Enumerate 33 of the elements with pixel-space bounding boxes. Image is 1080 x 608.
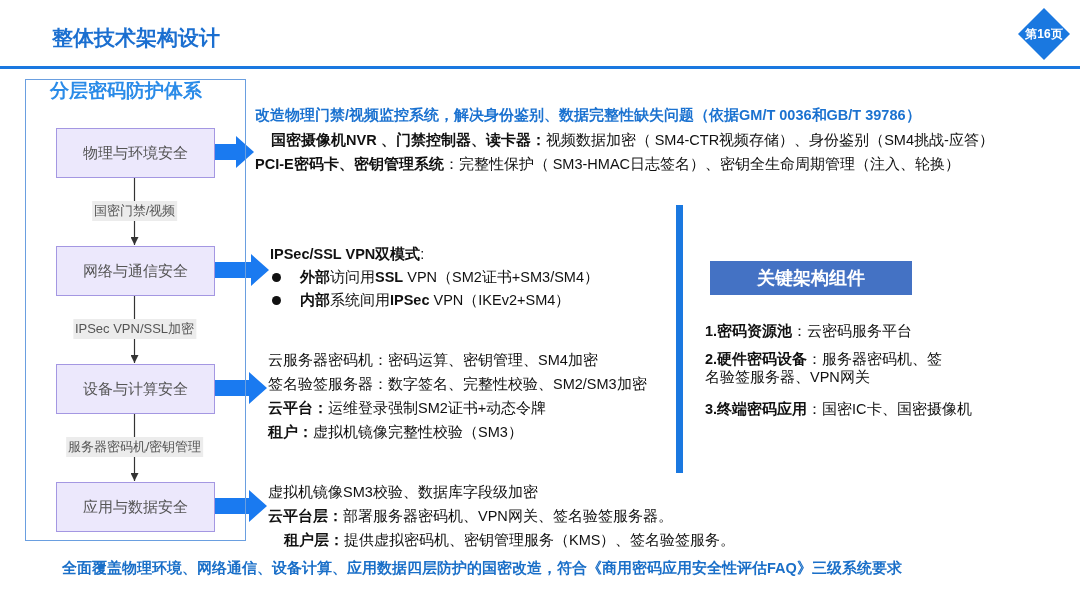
panel-heading: 分层密码防护体系 — [50, 79, 202, 103]
block-arrow — [215, 254, 269, 286]
block-arrow — [215, 490, 267, 522]
list-item-text: 3.终端密码应用：国密IC卡、国密摄像机 — [705, 400, 973, 418]
list-item-text: 内部系统间用IPSec VPN（IKEv2+SM4） — [300, 292, 571, 308]
block-arrow — [215, 372, 267, 404]
subheading: 改造物理门禁/视频监控系统，解决身份鉴别、数据完整性缺失问题（依据GM/T 0036和GB/T 39786） — [255, 106, 922, 125]
edge-label: 服务器密码机/密钥管理 — [65, 437, 204, 457]
layer-box: 物理与环境安全 — [56, 128, 215, 178]
edge-label: IPSec VPN/SSL加密 — [72, 319, 197, 339]
layer-box: 设备与计算安全 — [56, 364, 215, 414]
page-number: 第16页 — [1025, 25, 1063, 43]
layer-box: 应用与数据安全 — [56, 482, 215, 532]
caption: 全面覆盖物理环境、网络通信、设备计算、应用数据四层防护的国密改造，符合《商用密码应用安全性评估FAQ》三级系统要求 — [62, 559, 902, 578]
block-arrow — [215, 136, 254, 168]
panel-frame — [25, 79, 246, 541]
text-line: 签名验签服务器：数字签名、完整性校验、SM2/SM3加密 — [268, 375, 648, 394]
text-line: 云平台：运维登录强制SM2证书+动态令牌 — [268, 399, 548, 418]
edge-label: 国密门禁/视频 — [91, 201, 178, 221]
text-line: 云服务器密码机：密码运算、密钥管理、SM4加密 — [268, 351, 599, 370]
text-line: 云平台层：部署服务器密码机、VPN网关、签名验签服务器。 — [268, 507, 674, 526]
list-item-text: 1.密码资源池：云密码服务平台 — [705, 322, 914, 340]
text-line: IPSec/SSL VPN双模式: — [270, 245, 426, 264]
slide-title: 整体技术架构设计 — [52, 25, 220, 51]
text-line: PCI-E密码卡、密钥管理系统：完整性保护（ SM3-HMAC日志签名）、密钥全生命周期管理（注入、轮换） — [255, 155, 962, 174]
list-item-text: 外部访问用SSL VPN（SM2证书+SM3/SM4） — [300, 269, 599, 285]
layer-box: 网络与通信安全 — [56, 246, 215, 296]
text-line: 国密摄像机NVR 、门禁控制器、读卡器：视频数据加密（ SM4-CTR视频存储）、身份鉴别（SM4挑战-应答） — [270, 131, 995, 150]
text-line: 虚拟机镜像SM3校验、数据库字段级加密 — [268, 483, 539, 502]
header-box: 关键架构组件 — [710, 261, 912, 295]
text-line: 租户层：提供虚拟密码机、密钥管理服务（KMS）、签名验签服务。 — [282, 531, 737, 550]
text-line: 租户：虚拟机镜像完整性校验（SM3） — [268, 423, 524, 442]
list-item-text: 2.硬件密码设备：服务器密码机、签名验签服务器、VPN网关 — [705, 350, 944, 386]
